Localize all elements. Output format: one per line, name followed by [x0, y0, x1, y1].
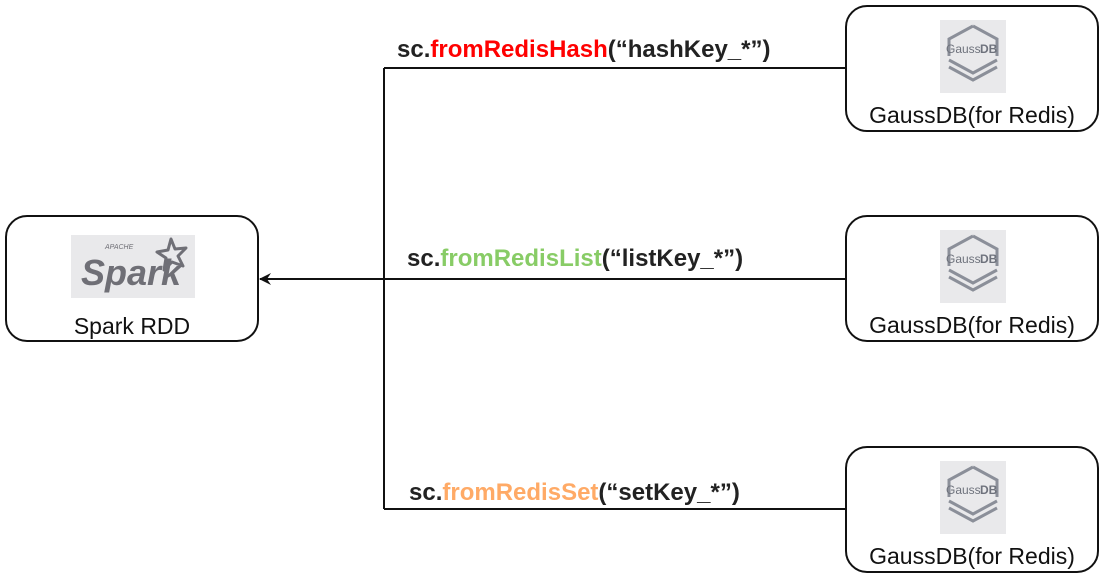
gaussdb-logo: Gauss DB [940, 461, 1006, 534]
gaussdb-hexagon-icon [947, 24, 999, 56]
gaussdb-node-set[interactable]: Gauss DB GaussDB(for Redis) [845, 446, 1099, 573]
edge-label-hash: sc.fromRedisHash(“hashKey_*”) [397, 36, 770, 64]
edge-prefix: sc. [409, 479, 443, 506]
edge-prefix: sc. [407, 245, 441, 272]
spark-logo: APACHE Spark [71, 235, 195, 298]
edge-method-set: fromRedisSet [442, 479, 599, 506]
gaussdb-label: GaussDB(for Redis) [869, 102, 1075, 128]
gaussdb-logo: Gauss DB [940, 20, 1006, 93]
gaussdb-logo-text-gauss: Gauss [946, 42, 981, 56]
gaussdb-logo: Gauss DB [940, 230, 1006, 303]
spark-rdd-node[interactable]: APACHE Spark Spark RDD [5, 215, 259, 342]
edge-args: (“hashKey_*”) [607, 36, 771, 63]
edge-label-set: sc.fromRedisSet(“setKey_*”) [409, 479, 740, 507]
edge-method-list: fromRedisList [440, 245, 602, 272]
spark-logo-apache-text: APACHE [104, 244, 134, 251]
gaussdb-logo-text-gauss: Gauss [946, 483, 981, 497]
gaussdb-hexagon-icon [947, 234, 999, 266]
gaussdb-hexagon-icon [947, 465, 999, 497]
edge-args: (“listKey_*”) [601, 245, 744, 272]
spark-logo-wordmark: Spark [81, 252, 183, 293]
edge-label-list: sc.fromRedisList(“listKey_*”) [407, 245, 743, 273]
spark-star-icon [155, 237, 188, 272]
gaussdb-logo-text-db: DB [980, 252, 998, 266]
gaussdb-logo-text-db: DB [980, 483, 998, 497]
gaussdb-logo-text-gauss: Gauss [946, 252, 981, 266]
gaussdb-node-hash[interactable]: Gauss DB GaussDB(for Redis) [845, 5, 1099, 132]
edge-args: (“setKey_*”) [598, 479, 740, 506]
gaussdb-label: GaussDB(for Redis) [869, 543, 1075, 569]
gaussdb-node-list[interactable]: Gauss DB GaussDB(for Redis) [845, 215, 1099, 342]
gaussdb-label: GaussDB(for Redis) [869, 312, 1075, 338]
spark-rdd-label: Spark RDD [73, 313, 191, 339]
edge-prefix: sc. [397, 36, 431, 63]
edge-method-hash: fromRedisHash [430, 36, 608, 63]
gaussdb-logo-text-db: DB [980, 42, 998, 56]
